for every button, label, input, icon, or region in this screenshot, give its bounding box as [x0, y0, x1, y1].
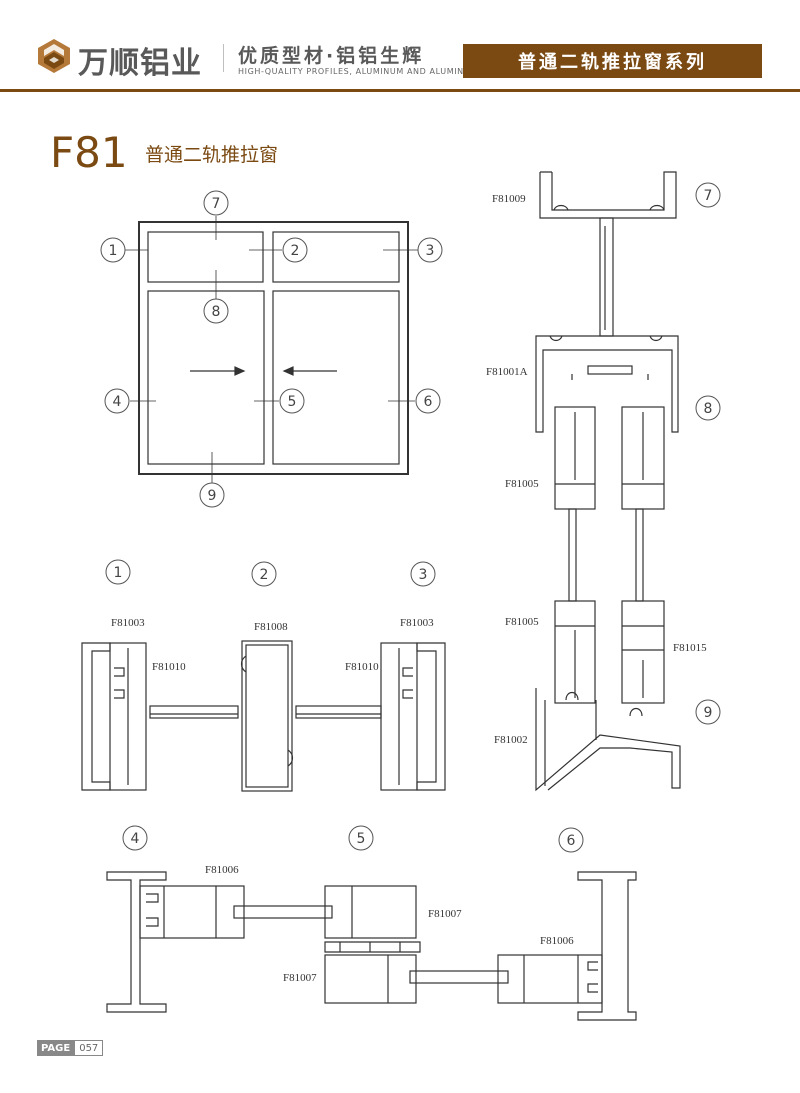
callout-1: 1	[100, 237, 126, 263]
section-456-labels: 4 5 6 F81006 F81007 F81007 F81006	[122, 825, 584, 984]
svg-text:1: 1	[114, 565, 123, 581]
label-lower-sash-right: F81015	[673, 642, 707, 654]
elevation-callouts: 1 2 3 4 5 6 7 8 9	[100, 190, 443, 508]
marker-8: 8	[695, 395, 721, 421]
label-left-glazing: F81010	[152, 661, 186, 673]
svg-text:6: 6	[424, 394, 433, 410]
brand-name: 万顺铝业	[78, 46, 202, 81]
section-123-labels: 1 2 3 F81003 F81010 F81008 F81003 F81010	[105, 559, 436, 673]
page-tag: PAGE	[37, 1040, 75, 1056]
svg-text:2: 2	[291, 243, 300, 259]
svg-text:3: 3	[426, 243, 435, 259]
svg-text:4: 4	[131, 831, 140, 847]
marker-7: 7	[695, 182, 721, 208]
window-elevation	[125, 216, 418, 484]
product-code: F81	[50, 128, 128, 177]
header-divider	[223, 44, 224, 72]
svg-text:5: 5	[357, 831, 366, 847]
label-upper-interlock: F81007	[428, 908, 462, 920]
marker-3: 3	[410, 561, 436, 587]
vertical-section-labels: F81009 F81001A F81005 F81005 F81015 F810…	[486, 182, 721, 746]
svg-text:9: 9	[208, 488, 217, 504]
svg-text:8: 8	[704, 401, 713, 417]
marker-2: 2	[251, 561, 277, 587]
page-header: 万顺铝业 优质型材·铝铝生辉 HIGH-QUALITY PROFILES, AL…	[0, 0, 800, 92]
svg-text:6: 6	[567, 833, 576, 849]
series-badge: 普通二轨推拉窗系列	[463, 44, 762, 78]
label-lower-sash-left: F81005	[505, 616, 539, 628]
callout-5: 5	[279, 388, 305, 414]
page-footer: PAGE 057	[37, 1040, 104, 1056]
header-rule	[0, 89, 800, 92]
label-transom: F81001A	[486, 366, 528, 378]
callout-7: 7	[203, 190, 229, 216]
callout-9: 9	[199, 482, 225, 508]
brand-slogan: 优质型材·铝铝生辉	[238, 45, 425, 67]
brand-logo-icon	[38, 39, 70, 73]
label-upper-sash: F81005	[505, 478, 539, 490]
callout-2: 2	[282, 237, 308, 263]
svg-text:3: 3	[419, 567, 428, 583]
label-sill: F81002	[494, 734, 528, 746]
page-number: 057	[74, 1040, 104, 1056]
label-right-glazing: F81010	[345, 661, 379, 673]
callout-6: 6	[415, 388, 441, 414]
brand-slogan-english: HIGH-QUALITY PROFILES, ALUMINUM AND ALUM…	[238, 67, 478, 76]
product-title: 普通二轨推拉窗	[145, 144, 279, 166]
marker-4: 4	[122, 825, 148, 851]
label-top-frame: F81009	[492, 193, 526, 205]
label-left-frame: F81003	[111, 617, 145, 629]
svg-text:8: 8	[212, 304, 221, 320]
horizontal-section-lower	[106, 871, 637, 1021]
svg-text:4: 4	[113, 394, 122, 410]
label-mullion: F81008	[254, 621, 288, 633]
svg-text:7: 7	[212, 196, 221, 212]
label-right-sash: F81006	[540, 935, 574, 947]
marker-6: 6	[558, 827, 584, 853]
marker-1: 1	[105, 559, 131, 585]
svg-text:5: 5	[288, 394, 297, 410]
label-lower-interlock: F81007	[283, 972, 317, 984]
svg-text:2: 2	[260, 567, 269, 583]
horizontal-section-upper	[81, 640, 446, 792]
svg-text:1: 1	[109, 243, 118, 259]
callout-3: 3	[417, 237, 443, 263]
marker-9: 9	[695, 699, 721, 725]
marker-5: 5	[348, 825, 374, 851]
label-right-frame: F81003	[400, 617, 434, 629]
svg-text:9: 9	[704, 705, 713, 721]
vertical-section	[535, 171, 681, 792]
svg-text:7: 7	[704, 188, 713, 204]
callout-4: 4	[104, 388, 130, 414]
callout-8: 8	[203, 298, 229, 324]
label-left-sash: F81006	[205, 864, 239, 876]
